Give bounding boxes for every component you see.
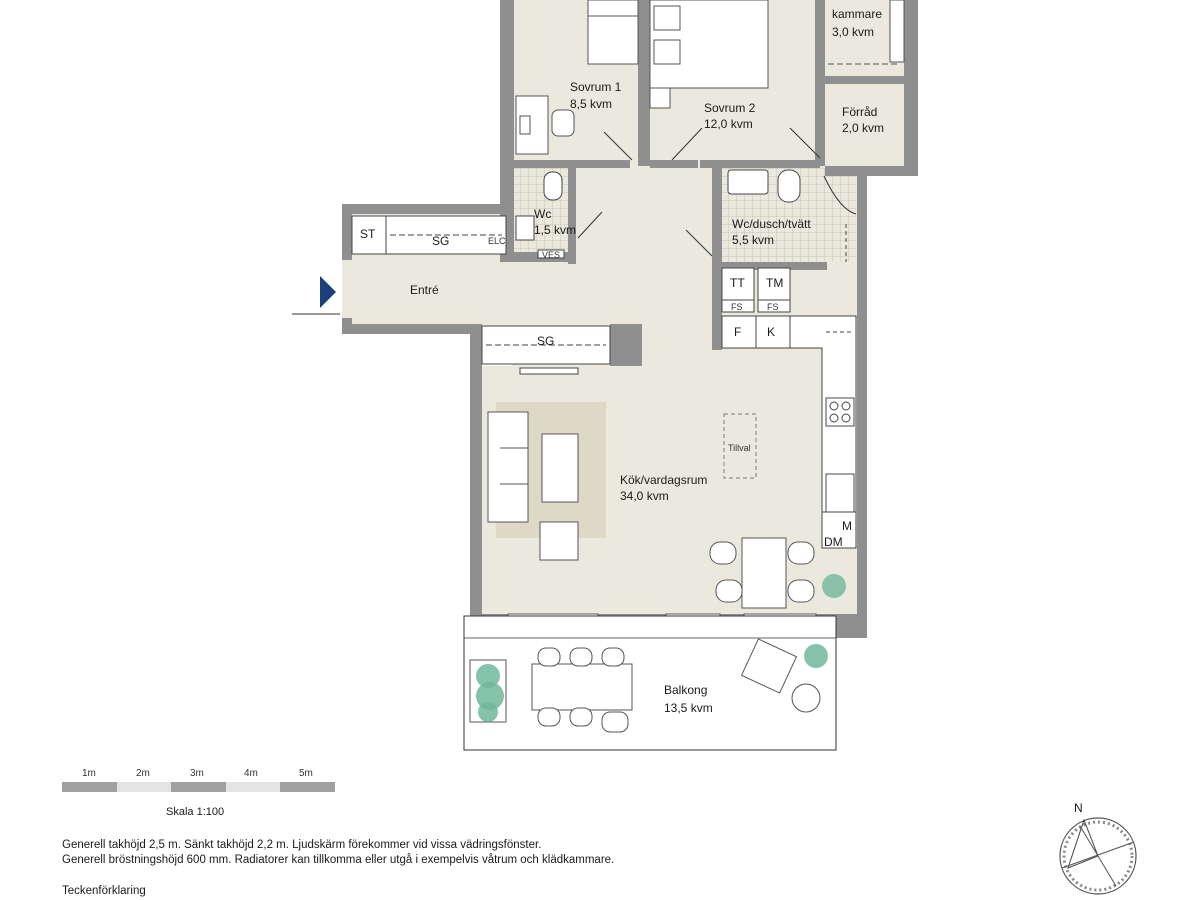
tv [519,367,579,375]
wc-dusch-name: Wc/dusch/tvätt [732,217,811,231]
scale-tick-2: 2m [136,768,150,779]
scale-label: Skala 1:100 [166,806,224,818]
st-label: ST [360,227,376,241]
kitchen [721,315,857,549]
scale-tick-3: 3m [190,768,204,779]
entry-arrow-icon [320,276,336,308]
bed-1 [587,0,639,65]
sovrum1-name: Sovrum 1 [570,80,622,94]
wc-dusch-area: 5,5 kvm [732,233,774,247]
wc-name: Wc [534,207,551,221]
legend-title: Teckenförklaring [62,885,146,897]
tt-label: TT [730,276,745,290]
k-label: K [767,325,775,339]
scale-tick-5: 5m [299,768,313,779]
kladkammare-area: 3,0 kvm [832,25,874,39]
wc-fixtures [515,171,565,259]
forrad-name: Förråd [842,105,877,119]
doors [577,127,857,257]
kok-area: 34,0 kvm [620,489,669,503]
kok-name: Kök/vardagsrum [620,473,707,487]
tm-label: TM [766,276,783,290]
compass-icon: N [1059,801,1137,895]
ves-label: VES [542,250,560,260]
wc-area: 1,5 kvm [534,223,576,237]
sovrum1-area: 8,5 kvm [570,97,612,111]
bath-fixtures [721,169,847,313]
room-labels: kammare 3,0 kvm Sovrum 1 8,5 kvm Sovrum … [410,7,884,715]
desk [515,95,575,155]
closet-rack [828,0,905,65]
bed-2 [649,0,769,109]
entre-name: Entré [410,283,439,297]
elc-label: ELC [488,236,506,246]
scale-bar: 1m 2m 3m 4m 5m Skala 1:100 [62,768,335,818]
balkong-name: Balkong [664,683,707,697]
tillval-label: Tillval [728,443,751,453]
living-furniture [487,402,846,609]
balcony-furniture [469,638,828,733]
kladkammare-name-2: kammare [832,7,882,21]
m-label: M [842,519,852,533]
sovrum2-area: 12,0 kvm [704,117,753,131]
note-line-2: Generell bröstningshöjd 600 mm. Radiator… [62,854,615,866]
sovrum2-name: Sovrum 2 [704,101,756,115]
scale-tick-1: 1m [82,768,96,779]
sg-label-living: SG [537,334,554,348]
fixture-labels: ST SG ELC VES TT TM FS FS F K SG M DM Ti… [360,227,852,549]
f-label: F [734,325,741,339]
storage [351,215,611,365]
dm-label: DM [824,535,843,549]
scale-tick-4: 4m [244,768,258,779]
note-line-1: Generell takhöjd 2,5 m. Sänkt takhöjd 2,… [62,839,542,851]
sg-label-entry: SG [432,234,449,248]
fs-label-2: FS [767,302,779,312]
forrad-area: 2,0 kvm [842,121,884,135]
balkong-area: 13,5 kvm [664,701,713,715]
fs-label-1: FS [731,302,743,312]
compass-north: N [1074,801,1083,815]
